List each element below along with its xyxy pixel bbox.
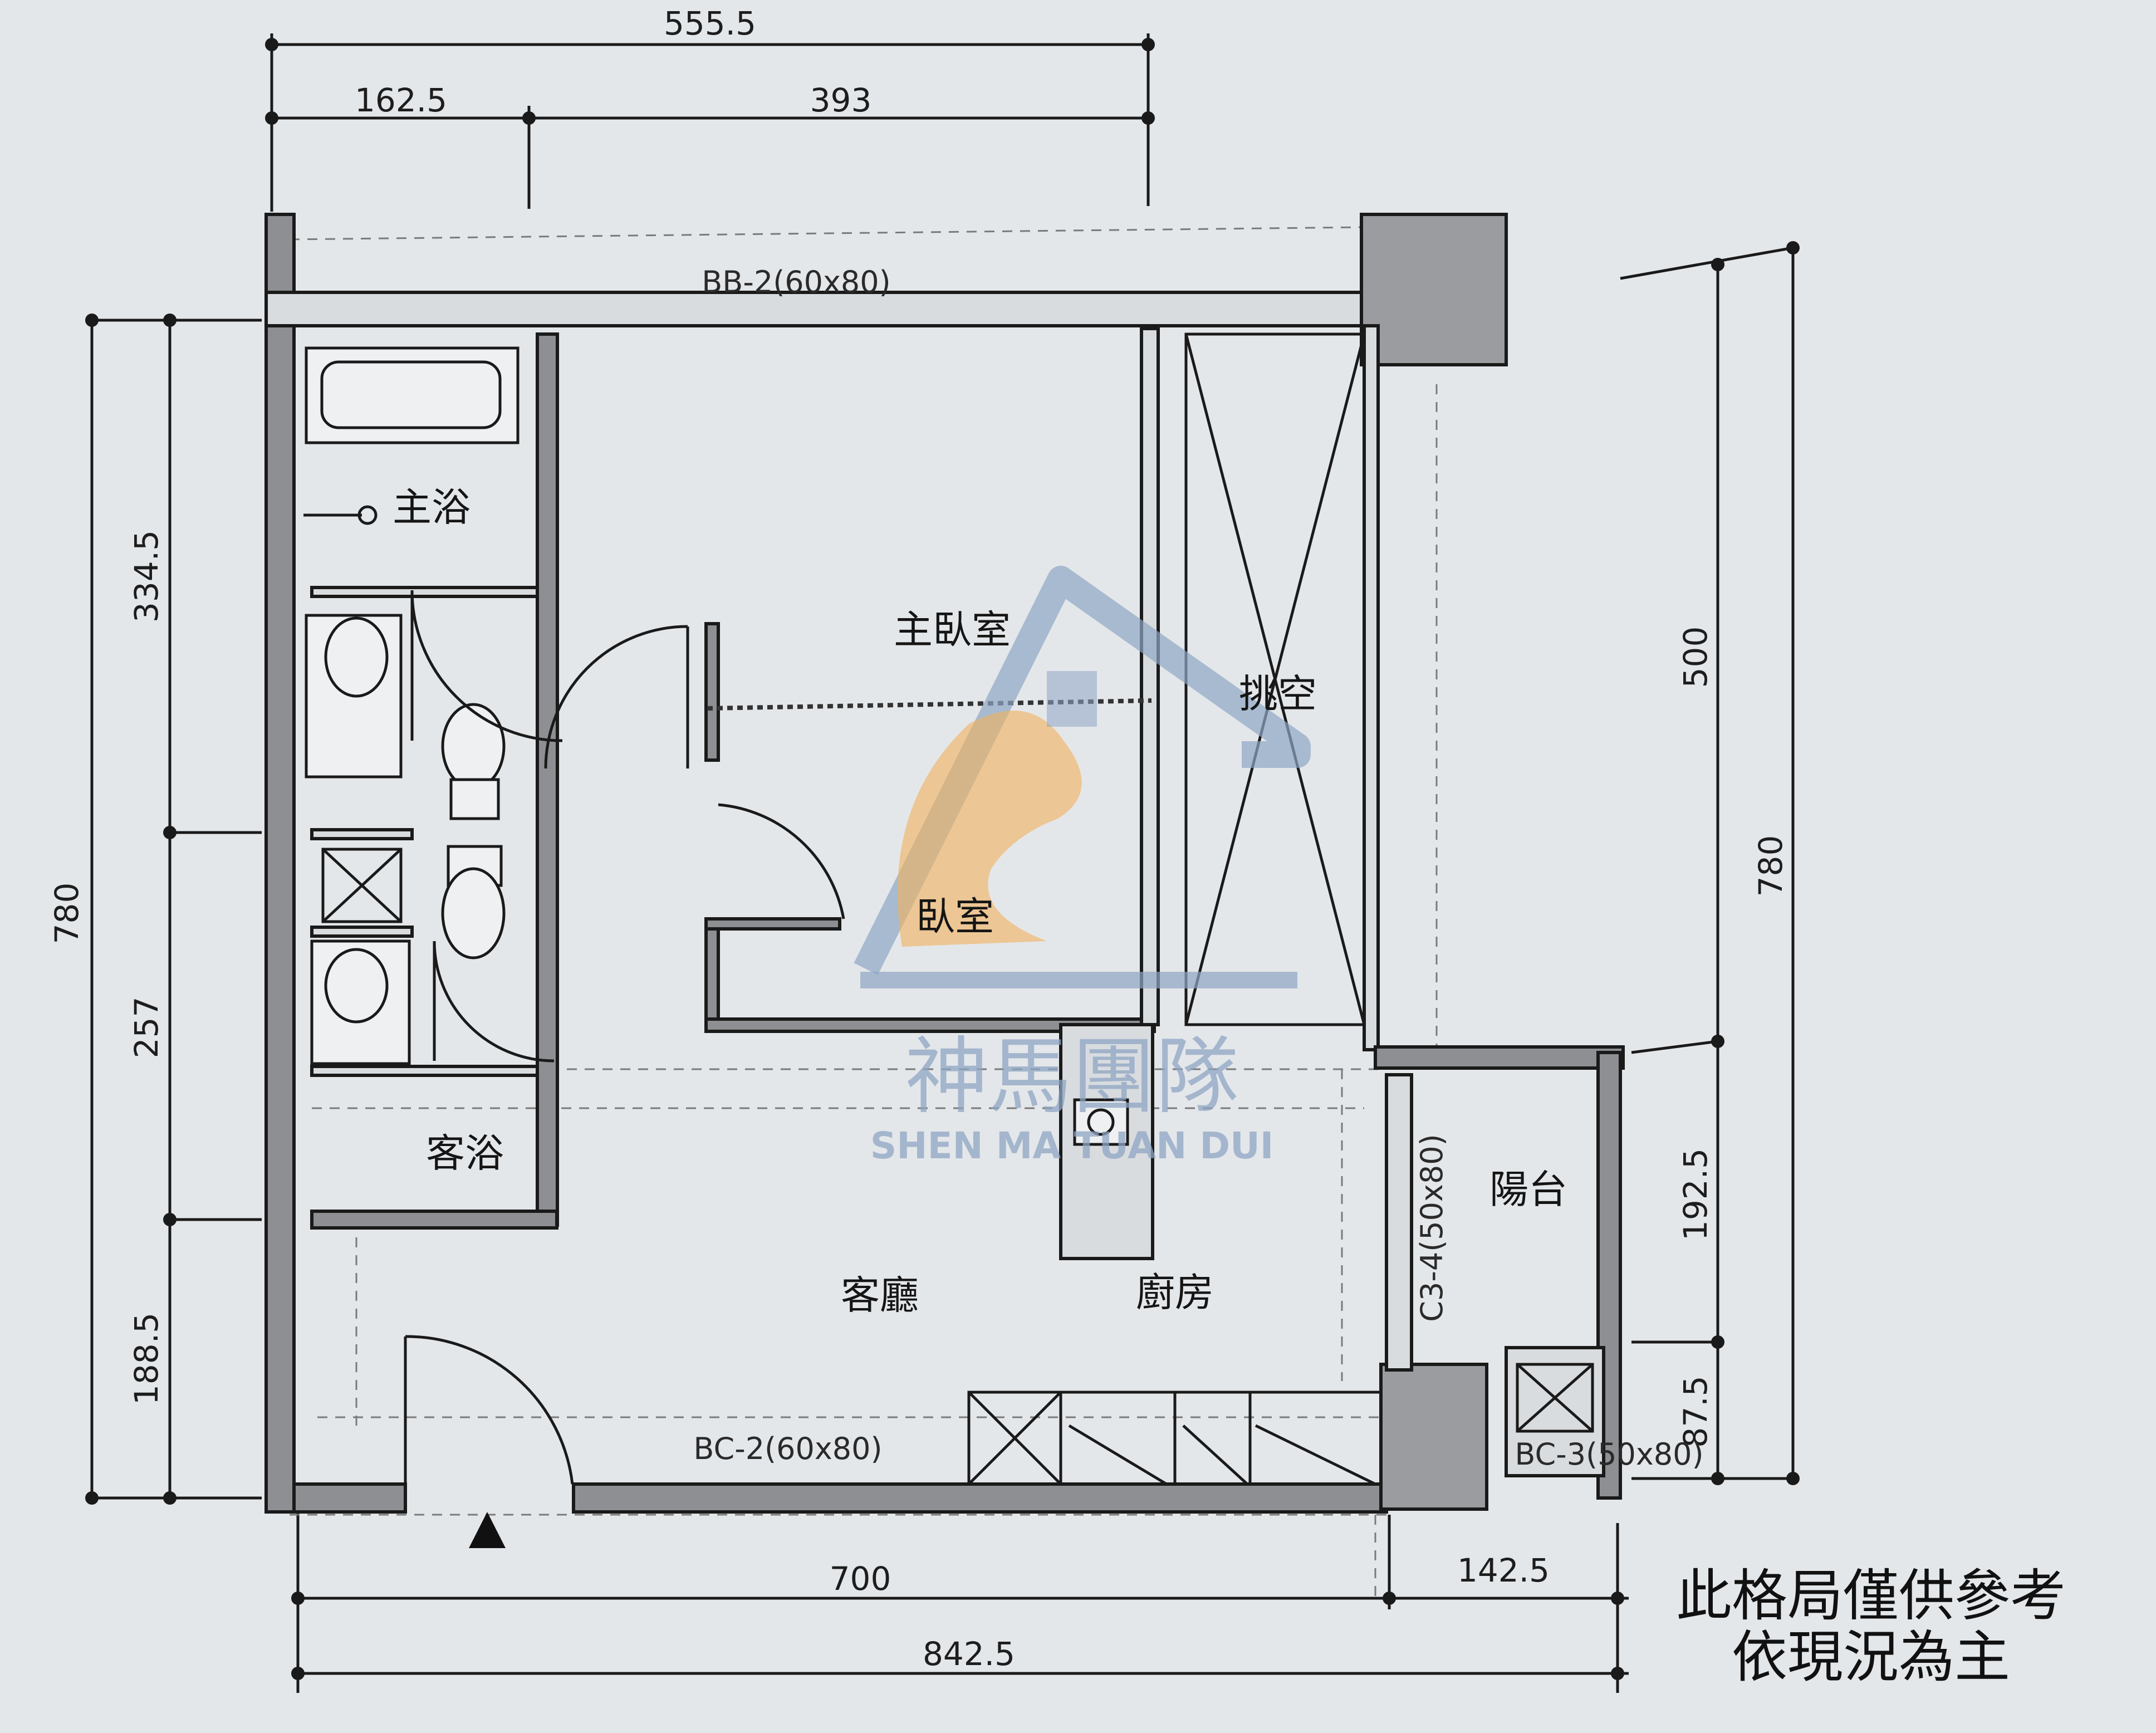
disclaimer-line-1: 此格局僅供參考 xyxy=(1676,1563,2066,1628)
dim-left-upper: 334.5 xyxy=(128,530,165,623)
shower-fixture xyxy=(303,505,378,525)
hidden-lines xyxy=(289,226,1438,1604)
bathtub xyxy=(305,346,520,444)
label-bedroom: 臥室 xyxy=(916,894,994,939)
dim-top-right: 393 xyxy=(810,81,872,119)
master-toilet xyxy=(441,703,506,820)
beam-top-label: BB-2(60x80) xyxy=(702,265,890,300)
watermark-chinese: 神馬團隊 xyxy=(905,1029,1239,1125)
shower-stall xyxy=(321,848,403,923)
label-void: 挑空 xyxy=(1239,671,1317,717)
beam-balcony-label: BC-3(50x80) xyxy=(1515,1437,1703,1472)
kitchen-counter xyxy=(967,1391,1383,1486)
watermark-english: SHEN MA TUAN DUI xyxy=(870,1124,1274,1167)
label-balcony: 陽台 xyxy=(1489,1167,1567,1212)
label-living-room: 客廳 xyxy=(841,1272,919,1318)
dim-right-upper: 500 xyxy=(1677,626,1714,688)
watermark-logo xyxy=(854,566,1311,988)
dim-bottom-total: 842.5 xyxy=(923,1635,1015,1673)
dim-bottom-right: 142.5 xyxy=(1457,1551,1550,1589)
dim-left-total: 780 xyxy=(48,883,86,944)
walls xyxy=(264,213,1625,1514)
beam-bottom-label: BC-2(60x80) xyxy=(693,1431,882,1466)
label-kitchen: 廚房 xyxy=(1136,1270,1214,1315)
dim-right-middle: 192.5 xyxy=(1677,1148,1714,1241)
master-sink xyxy=(305,614,403,779)
dim-right-lower: 87.5 xyxy=(1677,1375,1714,1447)
dim-left-lower: 188.5 xyxy=(128,1313,165,1405)
label-master-bath: 主浴 xyxy=(393,484,471,530)
dim-top-total: 555.5 xyxy=(664,4,756,42)
entrance-arrow-icon xyxy=(469,1512,506,1548)
label-master-bedroom: 主臥室 xyxy=(894,607,1011,653)
disclaimer-line-2: 依現況為主 xyxy=(1732,1624,2010,1690)
dim-left-middle: 257 xyxy=(128,997,165,1059)
column-label: C3-4(50x80) xyxy=(1414,1134,1449,1321)
dimension-ticks xyxy=(85,38,1800,1680)
dim-right-total: 780 xyxy=(1752,835,1790,897)
balcony-vent xyxy=(1516,1363,1594,1433)
dim-top-left: 162.5 xyxy=(355,81,447,119)
guest-toilet xyxy=(441,845,506,959)
door-swings xyxy=(404,590,845,1485)
dim-bottom-main: 700 xyxy=(830,1560,891,1598)
sliding-door-track xyxy=(707,698,1152,711)
label-guest-bath: 客浴 xyxy=(426,1130,504,1176)
dimension-lines xyxy=(90,33,1795,1693)
guest-sink xyxy=(310,939,411,1065)
range-hood xyxy=(1073,1098,1129,1146)
